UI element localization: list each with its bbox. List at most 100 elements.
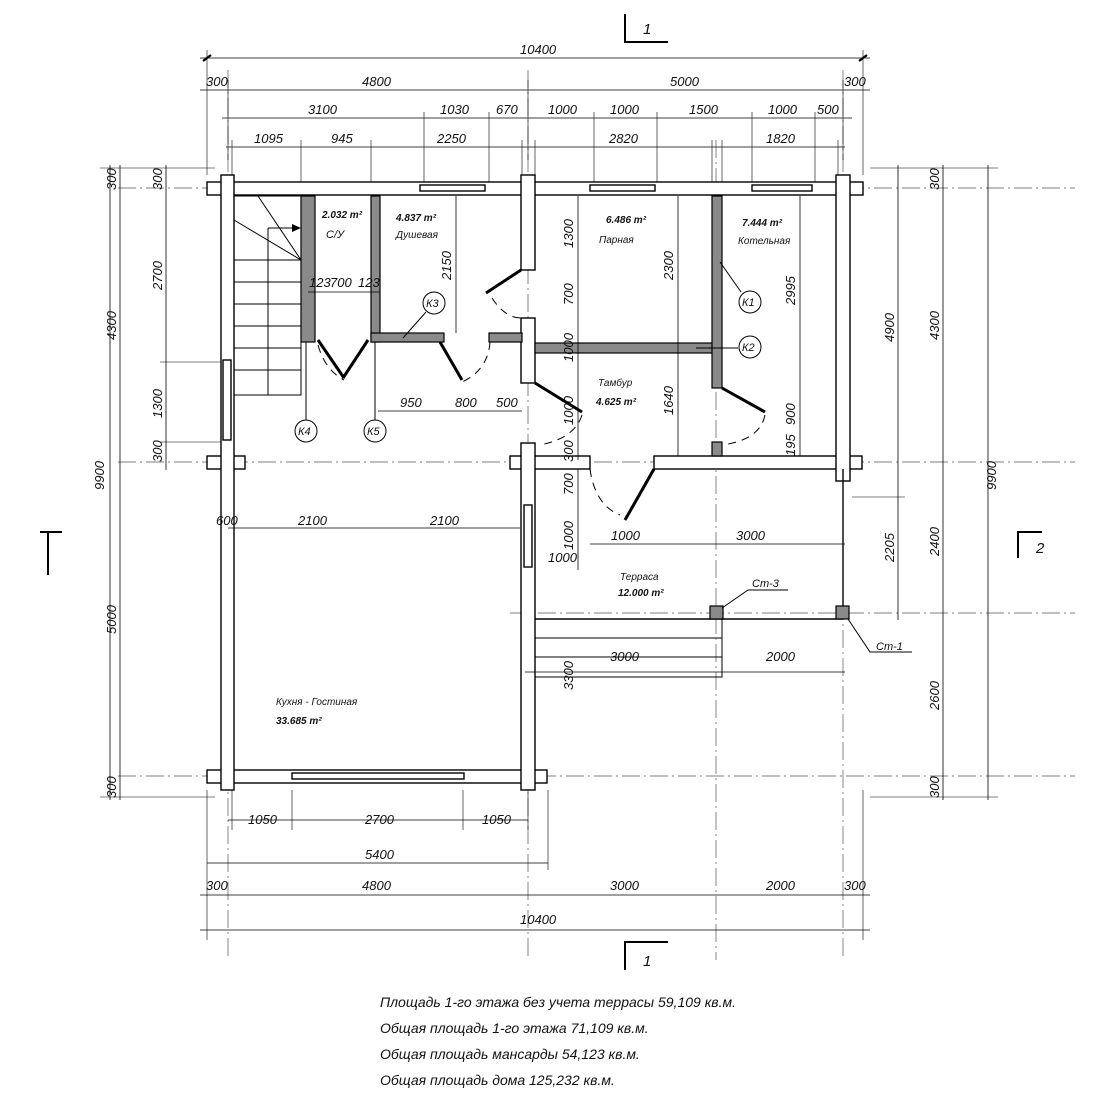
note-line: Общая площадь дома 125,232 кв.м.: [380, 1072, 615, 1088]
dimension-label: 123: [309, 275, 331, 290]
dimension-label: 700: [330, 275, 352, 290]
dimension-label: 123: [358, 275, 380, 290]
column-post: [709, 605, 724, 620]
dimension-label: 1000: [548, 102, 578, 117]
dimension-label: 700: [561, 473, 576, 495]
column-label: Ст-3: [752, 578, 780, 590]
room-area: 7.444 m²: [742, 218, 783, 229]
room-area: 4.837 m²: [395, 213, 437, 224]
terrace: Ст-3 Ст-1: [534, 469, 912, 678]
dimension-label: 9900: [92, 460, 107, 490]
dimension-label: 300: [150, 440, 165, 462]
dimension-label: 300: [206, 878, 228, 893]
room-area: 2.032 m²: [321, 210, 363, 221]
dimension-label: 4900: [882, 312, 897, 342]
marker-label: К5: [367, 426, 380, 438]
dimension-label: 1000: [611, 528, 641, 543]
dimension-label: 4800: [362, 74, 392, 89]
window: [291, 772, 465, 780]
window: [523, 504, 533, 568]
dimension-label: 9900: [984, 460, 999, 490]
room-area: 33.685 m²: [276, 716, 322, 727]
dimension-label: 300: [844, 74, 866, 89]
bottom-extension-lines: [206, 790, 864, 940]
dimension-label: 2205: [882, 532, 897, 563]
room-area: 12.000 m²: [618, 588, 664, 599]
section-label: 2: [1035, 540, 1045, 557]
dimension-label: 670: [496, 102, 518, 117]
dimension-label: 2700: [150, 260, 165, 291]
room-name: Душевая: [395, 230, 439, 241]
dimension-label: 4800: [362, 878, 392, 893]
note-line: Общая площадь мансарды 54,123 кв.м.: [380, 1046, 640, 1062]
dimension-label: 1050: [248, 812, 278, 827]
marker-label: К2: [742, 342, 755, 354]
dimension-label: 300: [104, 168, 119, 190]
dimension-label: 2600: [927, 680, 942, 711]
dimension-label: 300: [561, 440, 576, 462]
marker-label: К3: [426, 298, 439, 310]
room-name: Парная: [599, 235, 634, 246]
dimension-label: 2300: [661, 250, 676, 281]
dimension-label: 2000: [765, 649, 796, 664]
dimension-label: 300: [927, 168, 942, 190]
dimension-label: 900: [783, 403, 798, 425]
dimension-label: 300: [927, 776, 942, 798]
right-dimensions: 9900 300 4300 2400 2600 300 4900 2205: [852, 165, 999, 800]
area-summary-notes: Площадь 1-го этажа без учета террасы 59,…: [380, 994, 736, 1088]
dimension-label: 300: [150, 168, 165, 190]
dimension-label: 1000: [561, 332, 576, 362]
dimension-label: 1000: [561, 395, 576, 425]
window: [419, 184, 486, 192]
dimension-label: 950: [400, 395, 422, 410]
dimension-label: 10400: [520, 912, 557, 927]
dimension-label: 10400: [520, 42, 557, 57]
section-label: 1: [643, 953, 651, 970]
section-marker-bottom: 1: [624, 941, 668, 970]
dimension-label: 5000: [104, 604, 119, 634]
dimension-label: 1095: [254, 131, 284, 146]
dimension-label: 2995: [783, 275, 798, 306]
dimension-label: 2400: [927, 526, 942, 557]
bottom-dimension-labels: 1050 2700 1050 5400 300 4800 3000 2000 3…: [206, 812, 866, 927]
dimension-label: 300: [104, 776, 119, 798]
room-name: Тамбур: [598, 377, 633, 389]
dimension-label: 300: [844, 878, 866, 893]
dimension-label: 2150: [439, 250, 454, 281]
dimension-label: 3300: [561, 660, 576, 690]
dimension-label: 1300: [150, 388, 165, 418]
dimension-label: 2000: [765, 878, 796, 893]
section-marker-left: [40, 531, 62, 575]
dimension-label: 1300: [561, 218, 576, 248]
dimension-label: 800: [455, 395, 477, 410]
doors: [316, 268, 766, 521]
marker-label: К1: [742, 297, 755, 309]
room-labels: 2.032 m² С/У 4.837 m² Душевая 6.486 m² П…: [276, 210, 791, 727]
dimension-label: 500: [496, 395, 518, 410]
room-name: С/У: [326, 229, 345, 241]
section-marker-right: 2: [1017, 531, 1045, 558]
dimension-label: 2700: [364, 812, 395, 827]
dimension-label: 1500: [689, 102, 719, 117]
dimension-label: 1050: [482, 812, 512, 827]
dimension-label: 195: [783, 434, 798, 456]
dimension-label: 700: [561, 283, 576, 305]
window: [222, 359, 232, 441]
note-line: Общая площадь 1-го этажа 71,109 кв.м.: [380, 1020, 649, 1036]
dimension-label: 1000: [610, 102, 640, 117]
dimension-label: 1000: [768, 102, 798, 117]
column-label: Ст-1: [876, 641, 903, 653]
dimension-label: 3000: [610, 878, 640, 893]
window: [751, 184, 813, 192]
dimension-label: 1030: [440, 102, 470, 117]
dimension-label: 300: [206, 74, 228, 89]
room-area: 6.486 m²: [606, 215, 647, 226]
dimension-label: 2820: [608, 131, 639, 146]
dimension-label: 1000: [561, 520, 576, 550]
dimension-label: 2250: [436, 131, 467, 146]
dimension-label: 600: [216, 513, 238, 528]
dimension-label: 2100: [429, 513, 460, 528]
room-name: Кухня - Гостиная: [276, 697, 358, 708]
